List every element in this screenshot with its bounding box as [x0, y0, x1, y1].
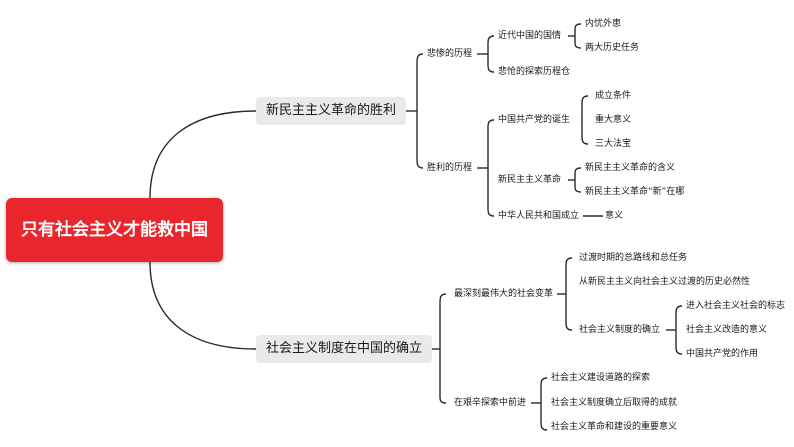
connector-root-branch2	[149, 261, 257, 350]
node-ndr-new-aspect[interactable]: 新民主主义革命“新”在哪	[585, 187, 685, 197]
branch-socialist-system[interactable]: 社会主义制度在中国的确立	[256, 335, 433, 363]
node-social-transformation[interactable]: 最深刻最伟大的社会变革	[454, 289, 554, 299]
node-exploration-course[interactable]: 悲怆的探索历程仓	[498, 67, 571, 77]
node-importance[interactable]: 社会主义革命和建设的重要意义	[551, 422, 678, 432]
branch-new-democratic-revolution[interactable]: 新民主主义革命的胜利	[256, 97, 407, 125]
node-prc-significance[interactable]: 意义	[605, 211, 624, 221]
node-ndr-meaning[interactable]: 新民主主义革命的含义	[585, 163, 676, 173]
node-new-democratic-revolution[interactable]: 新民主主义革命	[498, 175, 562, 185]
node-founding-conditions[interactable]: 成立条件	[595, 91, 632, 101]
node-system-establishment[interactable]: 社会主义制度的确立	[579, 325, 661, 335]
node-two-historical-tasks[interactable]: 两大历史任务	[585, 43, 640, 53]
node-tragic-course[interactable]: 悲惨的历程	[427, 49, 473, 59]
node-cpc-birth[interactable]: 中国共产党的诞生	[498, 115, 571, 125]
root-node-label: 只有社会主义才能救中国	[21, 220, 208, 240]
node-construction-road[interactable]: 社会主义建设道路的探索	[551, 373, 651, 383]
node-achievements[interactable]: 社会主义制度确立后取得的成就	[551, 398, 678, 408]
node-transformation-significance[interactable]: 社会主义改造的意义	[686, 325, 768, 335]
node-transition-necessity[interactable]: 从新民主主义向社会主义过渡的历史必然性	[579, 277, 751, 287]
node-general-line[interactable]: 过渡时期的总路线和总任务	[579, 253, 688, 263]
node-internal-external-troubles[interactable]: 内忧外患	[585, 19, 622, 29]
branch-label: 社会主义制度在中国的确立	[266, 341, 423, 356]
node-prc-founding[interactable]: 中华人民共和国成立	[498, 211, 580, 221]
node-socialism-marker[interactable]: 进入社会主义社会的标志	[686, 301, 786, 311]
connector-root-branch1	[149, 110, 257, 199]
root-node[interactable]: 只有社会主义才能救中国	[6, 198, 223, 262]
node-major-significance[interactable]: 重大意义	[595, 115, 632, 125]
node-cpc-role[interactable]: 中国共产党的作用	[686, 349, 759, 359]
branch-label: 新民主主义革命的胜利	[266, 103, 397, 118]
node-three-magic-weapons[interactable]: 三大法宝	[595, 139, 632, 149]
node-national-conditions[interactable]: 近代中国的国情	[498, 31, 562, 41]
node-victory-course[interactable]: 胜利的历程	[427, 163, 473, 173]
node-hard-exploration[interactable]: 在艰辛探索中前进	[454, 398, 527, 408]
